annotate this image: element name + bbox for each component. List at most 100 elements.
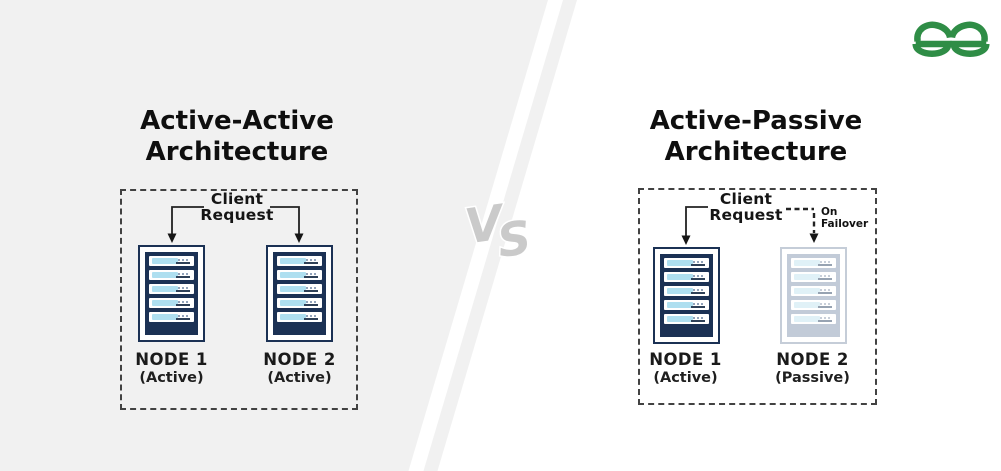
slat-led-dots [178, 314, 180, 317]
slat-indicator-strip [280, 272, 306, 278]
slat-led-dots [306, 314, 308, 317]
server-rack [145, 252, 198, 335]
server-slat [149, 270, 194, 280]
logo-left-belly [912, 40, 952, 57]
left-node2-name: NODE 2 [263, 350, 336, 369]
slat-vent-line [304, 304, 318, 306]
server-slat [277, 256, 322, 266]
slat-indicator-strip [152, 314, 178, 320]
slat-indicator-strip [794, 316, 820, 322]
server-slat [791, 314, 836, 324]
slat-vent-line [176, 290, 190, 292]
slat-vent-line [691, 292, 705, 294]
slat-indicator-strip [667, 288, 693, 294]
server-slat [277, 298, 322, 308]
slat-vent-line [176, 262, 190, 264]
slat-led-dots [693, 302, 695, 305]
right-panel-title: Active-Passive Architecture [649, 106, 863, 168]
slat-led-dots [306, 286, 308, 289]
slat-indicator-strip [667, 260, 693, 266]
left-client-request-label: Client Request [200, 190, 274, 224]
slat-indicator-strip [280, 314, 306, 320]
slat-led-dots [306, 300, 308, 303]
server-slat [149, 298, 194, 308]
slat-indicator-strip [280, 300, 306, 306]
server-slat [664, 258, 709, 268]
left-panel-title: Active-Active Architecture [140, 106, 334, 168]
left-node1-state: (Active) [139, 370, 204, 386]
slat-vent-line [304, 290, 318, 292]
slat-indicator-strip [794, 288, 820, 294]
vs-letter-s: S [494, 210, 534, 268]
server-slat [664, 286, 709, 296]
slat-indicator-strip [667, 316, 693, 322]
right-client-request-label: Client Request [709, 190, 783, 224]
server-slat [791, 300, 836, 310]
slat-vent-line [818, 320, 832, 322]
slat-vent-line [304, 262, 318, 264]
server-rack [787, 254, 840, 337]
left-cluster-dashed-boundary [120, 189, 358, 410]
server-slat [664, 300, 709, 310]
right-node1-name: NODE 1 [649, 350, 722, 369]
slat-led-dots [693, 274, 695, 277]
slat-led-dots [820, 302, 822, 305]
slat-vent-line [304, 276, 318, 278]
slat-led-dots [820, 260, 822, 263]
slat-led-dots [693, 260, 695, 263]
slat-indicator-strip [152, 258, 178, 264]
slat-vent-line [691, 320, 705, 322]
slat-vent-line [818, 264, 832, 266]
server-slat [277, 284, 322, 294]
slat-indicator-strip [794, 260, 820, 266]
slat-led-dots [306, 272, 308, 275]
vs-divider-mark: V S [460, 193, 536, 270]
slat-vent-line [304, 318, 318, 320]
server-slat [277, 270, 322, 280]
slat-vent-line [818, 292, 832, 294]
right-cluster-dashed-boundary [638, 188, 877, 405]
server-slat [149, 312, 194, 322]
slat-vent-line [691, 306, 705, 308]
slat-led-dots [820, 274, 822, 277]
logo-right-hook [948, 21, 988, 42]
slat-vent-line [176, 276, 190, 278]
slat-vent-line [818, 278, 832, 280]
right-node2-name: NODE 2 [776, 350, 849, 369]
server-slat [149, 256, 194, 266]
server-slat [791, 286, 836, 296]
slat-vent-line [176, 304, 190, 306]
right-node2-state: (Passive) [775, 370, 850, 386]
slat-vent-line [176, 318, 190, 320]
right-node1-state: (Active) [653, 370, 718, 386]
slat-indicator-strip [667, 302, 693, 308]
left-node1-name: NODE 1 [135, 350, 208, 369]
slat-indicator-strip [280, 286, 306, 292]
geeksforgeeks-logo [912, 21, 990, 57]
slat-led-dots [306, 258, 308, 261]
server-slat [664, 314, 709, 324]
slat-led-dots [178, 300, 180, 303]
slat-indicator-strip [152, 300, 178, 306]
server-icon-left-node2-active [266, 245, 333, 342]
slat-vent-line [691, 264, 705, 266]
slat-indicator-strip [794, 274, 820, 280]
slat-led-dots [693, 288, 695, 291]
server-slat [664, 272, 709, 282]
slat-indicator-strip [667, 274, 693, 280]
server-rack [273, 252, 326, 335]
server-rack [660, 254, 713, 337]
server-icon-right-node2-passive [780, 247, 847, 344]
slat-led-dots [178, 286, 180, 289]
slat-indicator-strip [280, 258, 306, 264]
server-slat [149, 284, 194, 294]
slat-led-dots [178, 258, 180, 261]
slat-led-dots [693, 316, 695, 319]
slat-led-dots [820, 316, 822, 319]
slat-indicator-strip [152, 286, 178, 292]
slat-vent-line [818, 306, 832, 308]
logo-left-hook [914, 21, 954, 42]
server-slat [791, 272, 836, 282]
server-icon-left-node1-active [138, 245, 205, 342]
